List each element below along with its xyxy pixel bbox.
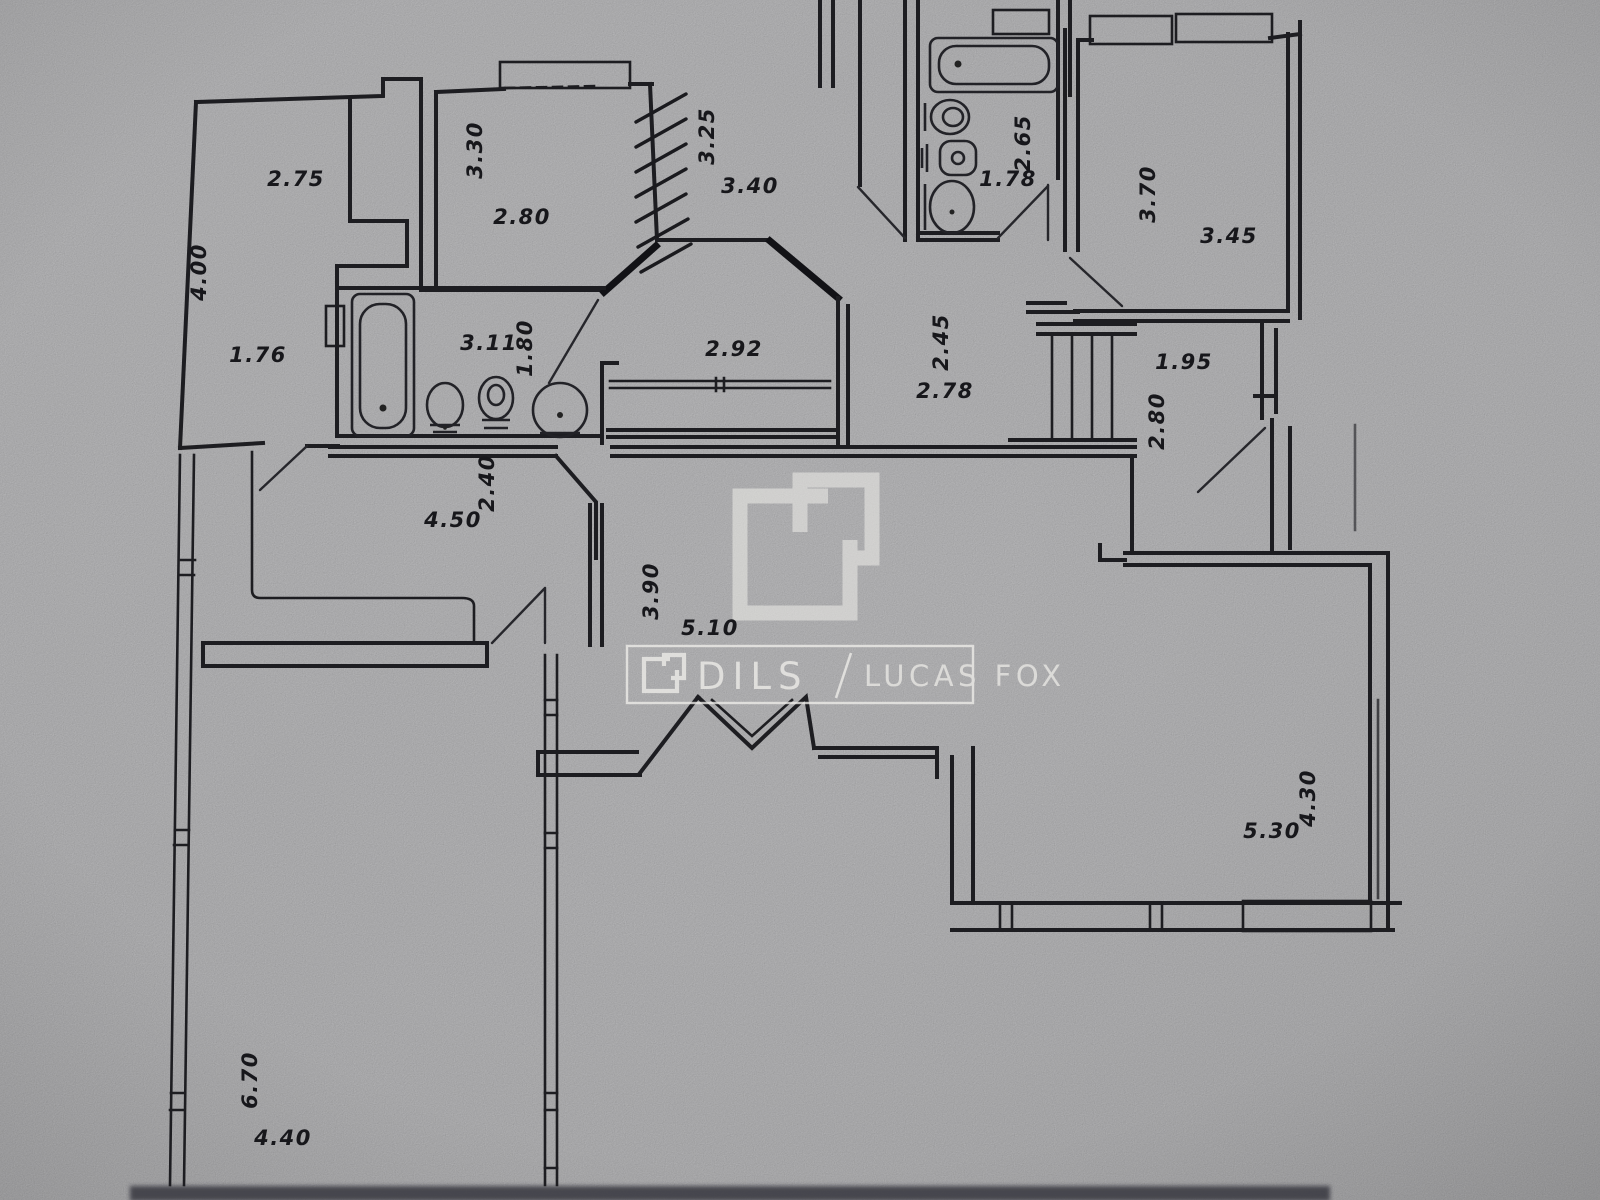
fixtures xyxy=(350,36,1060,439)
washbasin-main-bathroom xyxy=(531,381,589,439)
dimension-label: 2.80 xyxy=(1145,392,1169,450)
dimension-label: 1.76 xyxy=(229,343,287,367)
dimension-label: 2.75 xyxy=(267,167,325,191)
dimension-label: 3.40 xyxy=(721,174,779,198)
bidet-main-bathroom xyxy=(477,375,515,430)
dimension-label: 6.70 xyxy=(238,1051,262,1109)
bidet-second-bathroom xyxy=(920,139,978,177)
dimension-labels: 2.75 4.00 1.76 3.30 2.80 3.253.40 2.651.78 3.70… xyxy=(187,107,1320,1150)
dimension-label: 1.80 xyxy=(513,319,537,377)
dimension-label: 2.92 xyxy=(705,337,763,361)
dimension-label: 3.70 xyxy=(1136,165,1160,223)
dimension-label: 3.45 xyxy=(1200,224,1258,248)
dimension-label: 4.00 xyxy=(187,243,211,302)
dimension-label: 5.10 xyxy=(681,616,739,640)
walls xyxy=(168,0,1402,1187)
watermark: DILS LUCAS FOX xyxy=(625,472,1066,705)
watermark-banner: DILS LUCAS FOX xyxy=(625,644,1066,705)
dimension-label: 3.90 xyxy=(639,562,663,620)
radiator xyxy=(1008,322,1137,442)
dimension-label: 2.80 xyxy=(493,205,551,229)
watermark-banner-logo-icon xyxy=(641,656,680,694)
dimension-label: 4.40 xyxy=(253,1126,312,1150)
dimension-label: 3.30 xyxy=(463,121,487,179)
bathtub-second-bathroom xyxy=(928,36,1060,94)
dimension-label: 3.11 xyxy=(460,331,518,355)
dimension-label: 2.65 xyxy=(1011,114,1035,172)
watermark-brand-left: DILS xyxy=(697,655,809,698)
dimension-label: 1.78 xyxy=(979,167,1037,191)
dimension-label: 2.78 xyxy=(916,379,974,403)
dimension-label: 3.25 xyxy=(695,107,719,165)
watermark-slash xyxy=(834,652,853,699)
dimension-label: 4.50 xyxy=(423,508,482,532)
watermark-brand-right: LUCAS FOX xyxy=(864,659,1066,693)
washbasin-second-bathroom xyxy=(923,179,976,235)
dimension-label: 1.95 xyxy=(1155,350,1213,374)
dimension-label: 5.30 xyxy=(1243,819,1301,843)
dimension-label: 2.45 xyxy=(929,313,953,371)
kitchen-counter xyxy=(250,450,476,642)
watermark-logo-icon xyxy=(732,472,880,621)
dimension-label: 4.30 xyxy=(1296,769,1320,828)
scan-bottom-edge xyxy=(130,1186,1330,1200)
toilet-main-bathroom xyxy=(425,381,465,434)
dimension-label: 2.40 xyxy=(475,454,499,512)
bathtub-main-bathroom xyxy=(350,292,416,438)
hatch-marks xyxy=(634,92,693,274)
toilet-second-bathroom xyxy=(923,98,971,136)
